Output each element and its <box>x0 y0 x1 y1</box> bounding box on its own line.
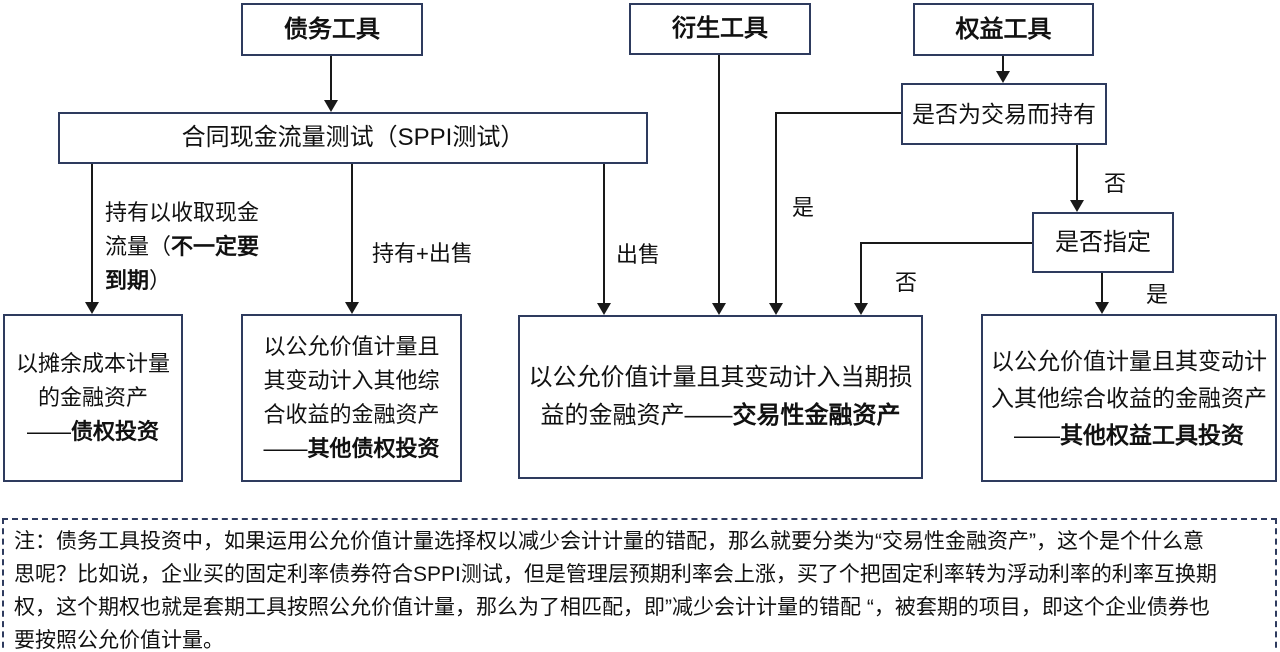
result-fvoci-equity-dash: —— <box>1014 421 1060 448</box>
note-line4: 要按照公允价值计量。 <box>14 629 224 652</box>
arrowhead-debt-to-sppi <box>324 100 338 112</box>
edge-designated-no-vertical <box>860 242 862 304</box>
edge-label-hold-collect-line2-bold: 不一定要 <box>171 234 260 259</box>
node-held-for-trading: 是否为交易而持有 <box>901 83 1107 145</box>
node-debt-instrument: 债务工具 <box>241 3 423 56</box>
node-designated: 是否指定 <box>1032 212 1174 273</box>
edge-designated-yes-vertical <box>1101 273 1103 303</box>
arrowhead-equity-to-trading <box>996 71 1010 83</box>
edge-label-hold-and-sell: 持有+出售 <box>372 241 473 266</box>
note-box: 注：债务工具投资中，如果运用公允价值计量选择权以减少会计计量的错配，那么就要分类… <box>2 518 1277 652</box>
node-equity-instrument: 权益工具 <box>913 3 1094 56</box>
arrowhead-trading-no-to-designated <box>1070 200 1084 212</box>
edge-label-yes-designated: 是 <box>1146 282 1169 307</box>
arrowhead-derivative-to-fvtpl <box>712 303 726 315</box>
node-debt-instrument-label: 债务工具 <box>284 15 380 43</box>
node-derivative-instrument: 衍生工具 <box>629 3 811 55</box>
edge-label-sell: 出售 <box>616 242 661 267</box>
arrowhead-trading-yes-to-fvtpl <box>769 303 783 315</box>
edge-label-no-designated: 否 <box>895 270 918 295</box>
arrowhead-designated-no-to-fvtpl <box>854 303 868 315</box>
result-fvoci-equity-line1: 以公允价值计量且其变动计 <box>991 347 1267 374</box>
edge-label-hold-collect: 持有以收取现金 流量（不一定要 到期） <box>105 196 265 298</box>
node-sppi-test-label: 合同现金流量测试（SPPI测试） <box>181 124 525 152</box>
result-fvoci-debt-bold: 其他债权投资 <box>307 436 440 461</box>
note-line2: 思呢？比如说，企业买的固定利率债券符合SPPI测试，但是管理层预期利率会上涨，买… <box>14 563 1217 586</box>
result-fvoci-equity: 以公允价值计量且其变动计 入其他综合收益的金融资产 ——其他权益工具投资 <box>981 314 1277 482</box>
result-amortized-bold: 债权投资 <box>70 419 159 444</box>
result-fvtpl-bold: 交易性金融资产 <box>732 402 901 429</box>
arrowhead-designated-yes-to-fvoci-equity <box>1095 302 1109 314</box>
edge-trading-no-to-designated <box>1076 145 1078 202</box>
edge-label-hold-collect-line2: 流量（ <box>105 234 172 259</box>
node-sppi-test: 合同现金流量测试（SPPI测试） <box>58 112 648 164</box>
edge-sppi-to-fvtpl <box>603 164 605 304</box>
edge-label-hold-collect-line1: 持有以收取现金 <box>105 200 260 225</box>
edge-sppi-to-fvoci-debt <box>351 164 353 303</box>
edge-trading-yes-vertical <box>775 112 777 304</box>
edge-equity-to-trading <box>1002 56 1004 73</box>
result-fvtpl-line2: 益的金融资产—— <box>540 402 733 429</box>
edge-trading-yes-horizontal <box>775 112 901 114</box>
edge-label-no-trading: 否 <box>1104 171 1127 196</box>
arrowhead-sppi-to-fvtpl <box>597 303 611 315</box>
node-designated-label: 是否指定 <box>1055 228 1151 256</box>
arrowhead-sppi-to-fvoci-debt <box>345 302 359 314</box>
result-fvoci-debt-dash: —— <box>263 436 308 461</box>
edge-label-hold-collect-line3-bold: 到期 <box>105 268 150 293</box>
result-amortized-line2: 的金融资产 <box>37 385 148 410</box>
result-amortized-line1: 以摊余成本计量 <box>15 351 170 376</box>
result-amortized-dash: —— <box>26 419 71 444</box>
edge-designated-no-horizontal <box>860 242 1032 244</box>
node-derivative-instrument-label: 衍生工具 <box>672 15 768 43</box>
edge-label-hold-collect-line3: ） <box>149 268 172 293</box>
result-amortized-cost: 以摊余成本计量 的金融资产 ——债权投资 <box>3 314 183 482</box>
node-held-for-trading-label: 是否为交易而持有 <box>912 100 1096 127</box>
arrowhead-sppi-to-amortized <box>85 302 99 314</box>
result-fvoci-equity-line2: 入其他综合收益的金融资产 <box>991 384 1267 411</box>
result-fvoci-debt-line1: 以公允价值计量且 <box>263 334 440 359</box>
note-line1: 注：债务工具投资中，如果运用公允价值计量选择权以减少会计计量的错配，那么就要分类… <box>14 530 1204 553</box>
result-fvtpl: 以公允价值计量且其变动计入当期损 益的金融资产——交易性金融资产 <box>518 315 923 479</box>
result-fvoci-equity-bold: 其他权益工具投资 <box>1060 421 1244 448</box>
edge-label-yes-trading: 是 <box>792 195 815 220</box>
result-fvoci-debt: 以公允价值计量且 其变动计入其他综 合收益的金融资产 ——其他债权投资 <box>241 314 462 482</box>
result-fvtpl-line1: 以公允价值计量且其变动计入当期损 <box>528 364 913 391</box>
edge-sppi-to-amortized <box>91 164 93 303</box>
edge-derivative-to-fvtpl <box>718 55 720 304</box>
edge-debt-to-sppi <box>330 56 332 102</box>
node-equity-instrument-label: 权益工具 <box>955 15 1052 43</box>
result-fvoci-debt-line2: 其变动计入其他综 <box>263 368 440 393</box>
note-line3: 权，这个期权也就是套期工具按照公允价值计量，那么为了相匹配，即”减少会计计量的错… <box>14 596 1210 619</box>
result-fvoci-debt-line3: 合收益的金融资产 <box>263 402 440 427</box>
